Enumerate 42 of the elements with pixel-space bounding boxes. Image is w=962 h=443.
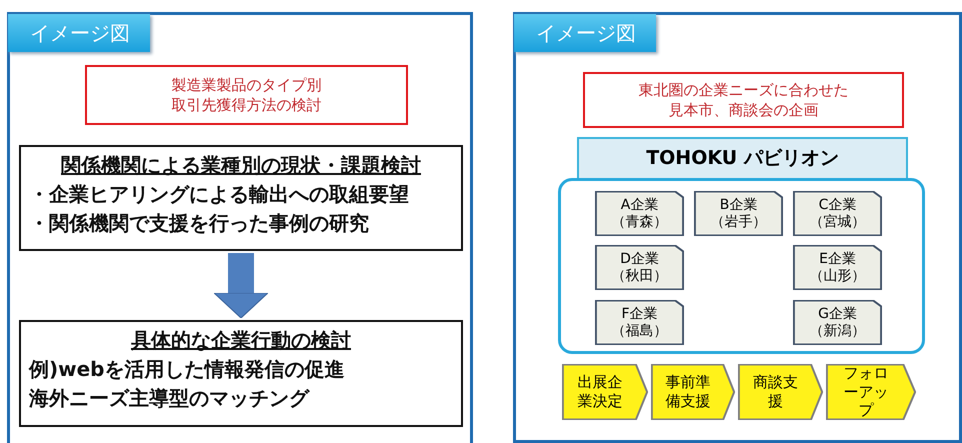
text-box (19, 145, 463, 251)
company-box (595, 300, 684, 345)
company-box (694, 191, 783, 236)
company-box (793, 191, 882, 236)
company-label: A企業（青森） (610, 196, 668, 230)
process-step (562, 364, 648, 420)
note-box (583, 72, 904, 128)
tab-label: イメージ図 (8, 14, 150, 52)
panel (513, 12, 962, 443)
group-box (558, 178, 925, 354)
company-box (595, 245, 684, 290)
panel (7, 12, 473, 443)
body-text: 例)webを活用した情報発信の促進 (29, 356, 346, 383)
body-text: ・関係機関で支援を行った事例の研究 (29, 210, 370, 237)
company-label: B企業（岩手） (710, 196, 768, 230)
company-label: F企業（福島） (610, 306, 668, 340)
text-box (19, 320, 463, 427)
process-step (826, 364, 916, 420)
company-box (595, 191, 684, 236)
process-step (651, 364, 735, 420)
company-box (793, 300, 882, 345)
company-label: D企業（秋田） (610, 250, 668, 284)
step-label: 事前準備支援 (664, 373, 712, 411)
tab-label: イメージ図 (514, 14, 656, 52)
body-text: 海外ニーズ主導型のマッチング (29, 385, 311, 412)
body-text: ・企業ヒアリングによる輸出への取組要望 (29, 181, 410, 208)
company-label: E企業（山形） (808, 250, 866, 284)
company-label: G企業（新潟） (808, 306, 866, 340)
process-step (738, 364, 823, 420)
company-label: C企業（宮城） (808, 196, 866, 230)
step-label: 商談支援 (752, 373, 799, 411)
heading: 関係機関による業種別の現状・課題検討 (60, 152, 422, 179)
note-box (85, 65, 408, 125)
note-text: 東北圏の企業ニーズに合わせた見本市、商談会の企画 (638, 80, 850, 120)
band-title: TOHOKU パビリオン (645, 146, 840, 171)
note-text: 製造業製品のタイプ別取引先獲得方法の検討 (170, 74, 322, 116)
header-band (577, 137, 908, 179)
step-label: フォローアップ (842, 364, 890, 420)
step-label: 出展企業決定 (576, 373, 624, 411)
heading: 具体的な企業行動の検討 (130, 327, 352, 354)
arrow (214, 253, 268, 318)
company-box (793, 245, 882, 290)
